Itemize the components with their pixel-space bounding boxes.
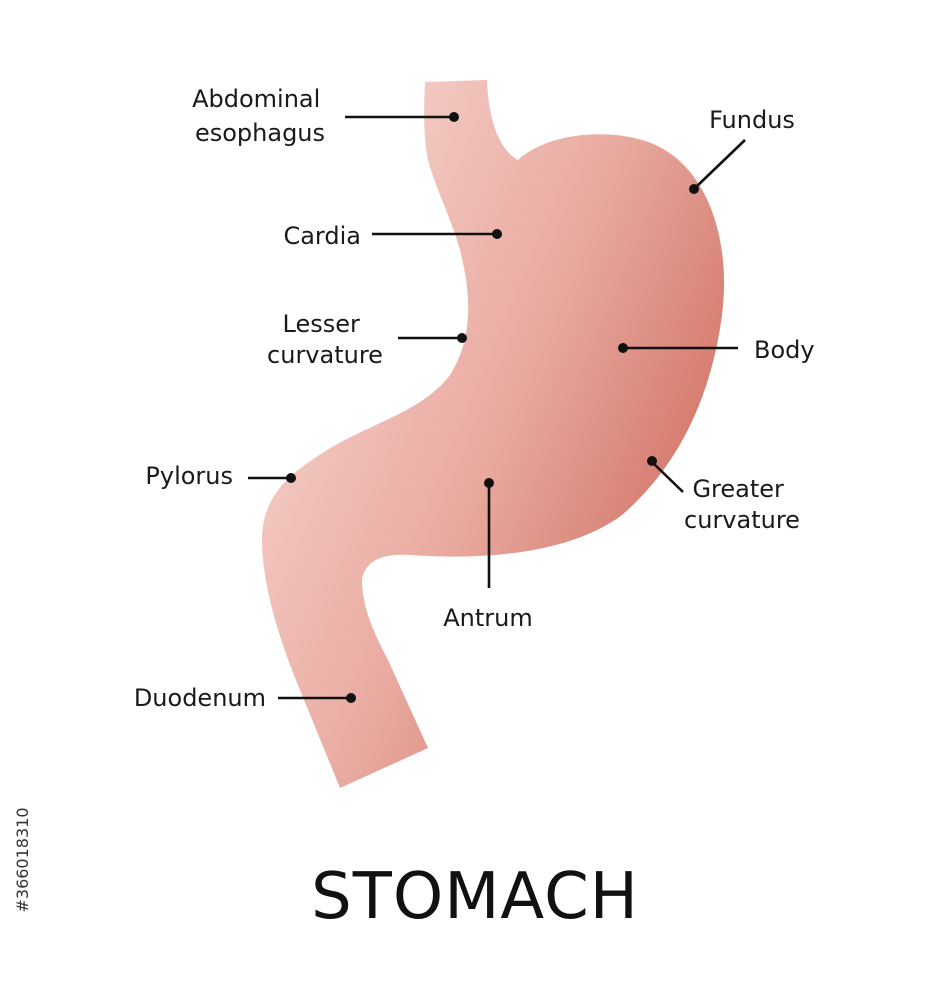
dot-pylorus xyxy=(286,473,296,483)
label-abdominal-esophagus: Abdominal esophagus xyxy=(192,85,328,147)
stomach-organ xyxy=(262,80,725,788)
dot-body xyxy=(618,343,628,353)
label-antrum: Antrum xyxy=(443,604,533,632)
stomach-shape xyxy=(262,80,725,788)
labels: Abdominal esophagus Cardia Lesser curvat… xyxy=(134,85,815,712)
dot-duodenum xyxy=(346,693,356,703)
dot-lesser-curvature xyxy=(457,333,467,343)
label-cardia: Cardia xyxy=(283,222,361,250)
label-fundus: Fundus xyxy=(709,106,795,134)
dot-greater-curvature xyxy=(647,456,657,466)
label-body: Body xyxy=(754,336,815,364)
leader-greater-curvature xyxy=(651,461,684,493)
dot-abdominal-esophagus xyxy=(449,112,459,122)
label-pylorus: Pylorus xyxy=(145,462,233,490)
leader-fundus xyxy=(694,139,746,189)
label-greater-curvature: Greater curvature xyxy=(684,475,800,534)
stock-id-text: #366018310 xyxy=(13,807,32,912)
page-title: STOMACH xyxy=(311,860,639,934)
dot-fundus xyxy=(689,184,699,194)
dot-antrum xyxy=(484,478,494,488)
dot-cardia xyxy=(492,229,502,239)
leaders xyxy=(248,112,746,703)
label-duodenum: Duodenum xyxy=(134,684,266,712)
label-lesser-curvature: Lesser curvature xyxy=(267,310,383,369)
